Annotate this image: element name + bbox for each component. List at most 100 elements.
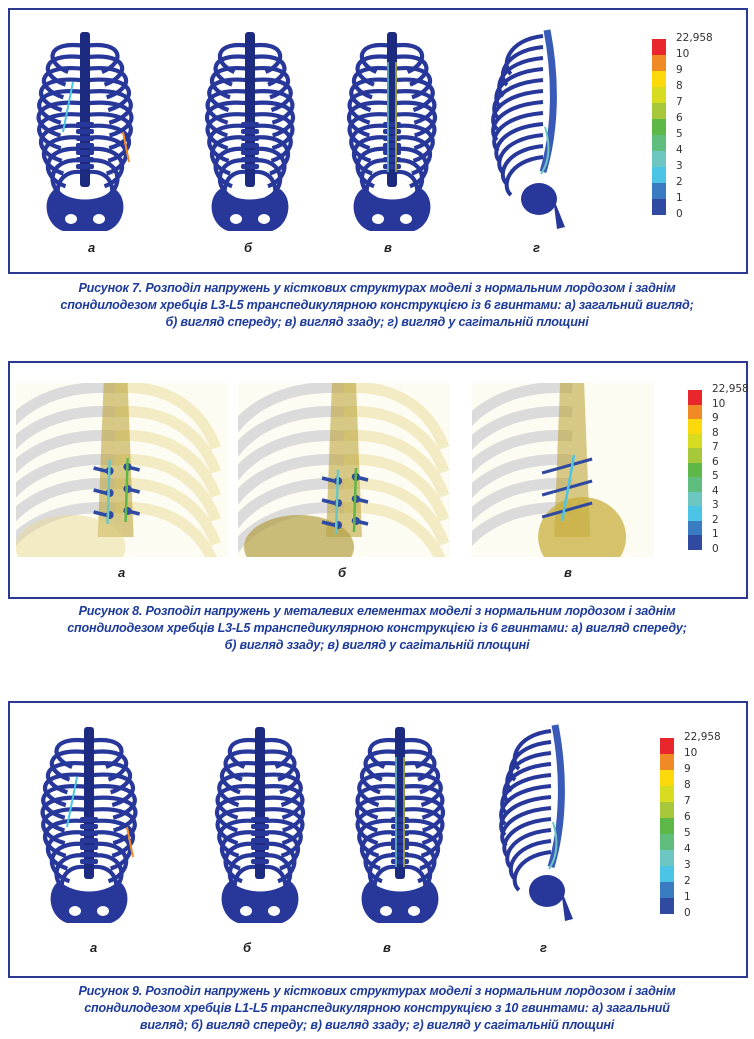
legend-swatch — [652, 103, 666, 119]
stress-highlight — [540, 126, 550, 175]
figure-9-panel-d-image — [499, 724, 573, 921]
rod — [106, 459, 111, 525]
pelvis — [50, 881, 128, 923]
rib — [502, 762, 552, 804]
spine — [80, 32, 90, 187]
rib — [115, 502, 218, 557]
rib — [238, 406, 345, 458]
caption-line: Рисунок 8. Розподіл напружень у металеви… — [78, 604, 676, 618]
rib — [497, 133, 544, 175]
legend-color-bar — [688, 390, 702, 550]
legend-tick-label: 3 — [684, 859, 691, 871]
caption-line: Рисунок 9. Розподіл напружень у кісткови… — [78, 984, 676, 998]
legend-tick-label: 7 — [676, 96, 683, 108]
legend-swatch — [652, 167, 666, 183]
vertebra — [383, 122, 401, 127]
legend-tick-label: 2 — [712, 513, 719, 526]
rib — [115, 383, 221, 450]
obturator-foramen — [65, 214, 77, 224]
legend-tick-label: 0 — [676, 208, 683, 220]
stress-highlight — [62, 81, 74, 133]
vertebra — [80, 838, 98, 843]
vertebra — [241, 157, 259, 162]
spine — [326, 383, 362, 537]
figure-8-caption: Рисунок 8. Розподіл напружень у металеви… — [0, 603, 754, 654]
vertebra — [251, 831, 269, 836]
rib — [343, 406, 450, 474]
vertebra — [251, 852, 269, 857]
legend-tick-label: 1 — [684, 891, 691, 903]
legend-tick-label: 4 — [684, 843, 691, 855]
legend-tick-label: 1 — [676, 192, 683, 204]
rib-right — [88, 795, 138, 833]
vertebra — [251, 859, 269, 864]
pelvis — [46, 189, 124, 231]
vertebra — [241, 143, 259, 148]
figure-9-panel-b-image — [215, 727, 305, 923]
rib — [343, 478, 450, 546]
rib — [115, 478, 221, 546]
legend-swatch — [688, 404, 702, 419]
legend-tick-label: 5 — [676, 128, 683, 140]
vertebra — [383, 157, 401, 162]
caption-line: спондилодезом хребців L1-L5 транспедикул… — [84, 1001, 670, 1015]
figure-9-label-d: г — [540, 940, 547, 955]
vertebra — [383, 164, 401, 169]
rib — [16, 478, 117, 522]
legend-tick-label: 0 — [712, 542, 719, 555]
legend-tick-label: 7 — [684, 795, 691, 807]
legend-tick-label: 22,958 — [712, 383, 749, 395]
legend-swatch — [660, 802, 674, 818]
legend-tick-label: 9 — [676, 64, 683, 76]
legend-swatch — [660, 834, 674, 850]
vertebra — [391, 817, 409, 822]
legend-tick-label: 6 — [712, 455, 719, 468]
caption-line: б) вигляд ззаду; в) вигляд у сагітальній… — [224, 638, 530, 652]
figure-9-panel-a-image — [40, 727, 138, 923]
figure-7-label-a: а — [88, 240, 96, 255]
vertebra — [391, 852, 409, 857]
figure-8-label-c: в — [564, 565, 572, 580]
obturator-foramen — [258, 214, 270, 224]
caption-line: спондилодезом хребців L3-L5 транспедикул… — [60, 298, 694, 312]
vertebra — [251, 817, 269, 822]
legend-swatch — [688, 491, 702, 506]
rib — [238, 454, 345, 506]
rod — [334, 469, 340, 535]
legend-swatch — [688, 506, 702, 521]
legend-tick-label: 4 — [712, 484, 719, 497]
caption-line: спондилодезом хребців L3-L5 транспедикул… — [67, 621, 687, 635]
vertebra — [391, 845, 409, 850]
rib — [16, 383, 116, 426]
legend-swatch — [688, 520, 702, 535]
figure-7-label-c: в — [384, 240, 392, 255]
rib — [115, 406, 221, 474]
obturator-foramen — [97, 906, 109, 916]
spine — [387, 32, 397, 187]
vertebra — [251, 845, 269, 850]
pelvis — [521, 183, 557, 215]
legend-tick-label: 22,958 — [684, 731, 721, 743]
figure-7-label-b: б — [244, 240, 253, 255]
rod — [124, 457, 129, 523]
legend-swatch — [660, 898, 674, 914]
legend-tick-label: 9 — [712, 412, 719, 424]
stress-highlight — [548, 821, 558, 870]
vertebra — [76, 143, 94, 148]
vertebra — [80, 831, 98, 836]
figure-8-label-a: а — [118, 565, 126, 580]
rib — [238, 383, 345, 434]
legend-tick-label: 6 — [676, 112, 683, 124]
vertebra — [383, 150, 401, 155]
vertebra — [241, 129, 259, 134]
rib — [472, 430, 573, 475]
legend-tick-label: 7 — [712, 441, 719, 453]
legend-tick-label: 2 — [676, 176, 683, 188]
vertebra — [241, 136, 259, 141]
legend-tick-label: 1 — [712, 528, 719, 540]
legend-swatch — [688, 390, 702, 405]
pelvis — [211, 189, 289, 231]
legend-tick-label: 4 — [676, 144, 683, 156]
rib — [115, 454, 221, 522]
